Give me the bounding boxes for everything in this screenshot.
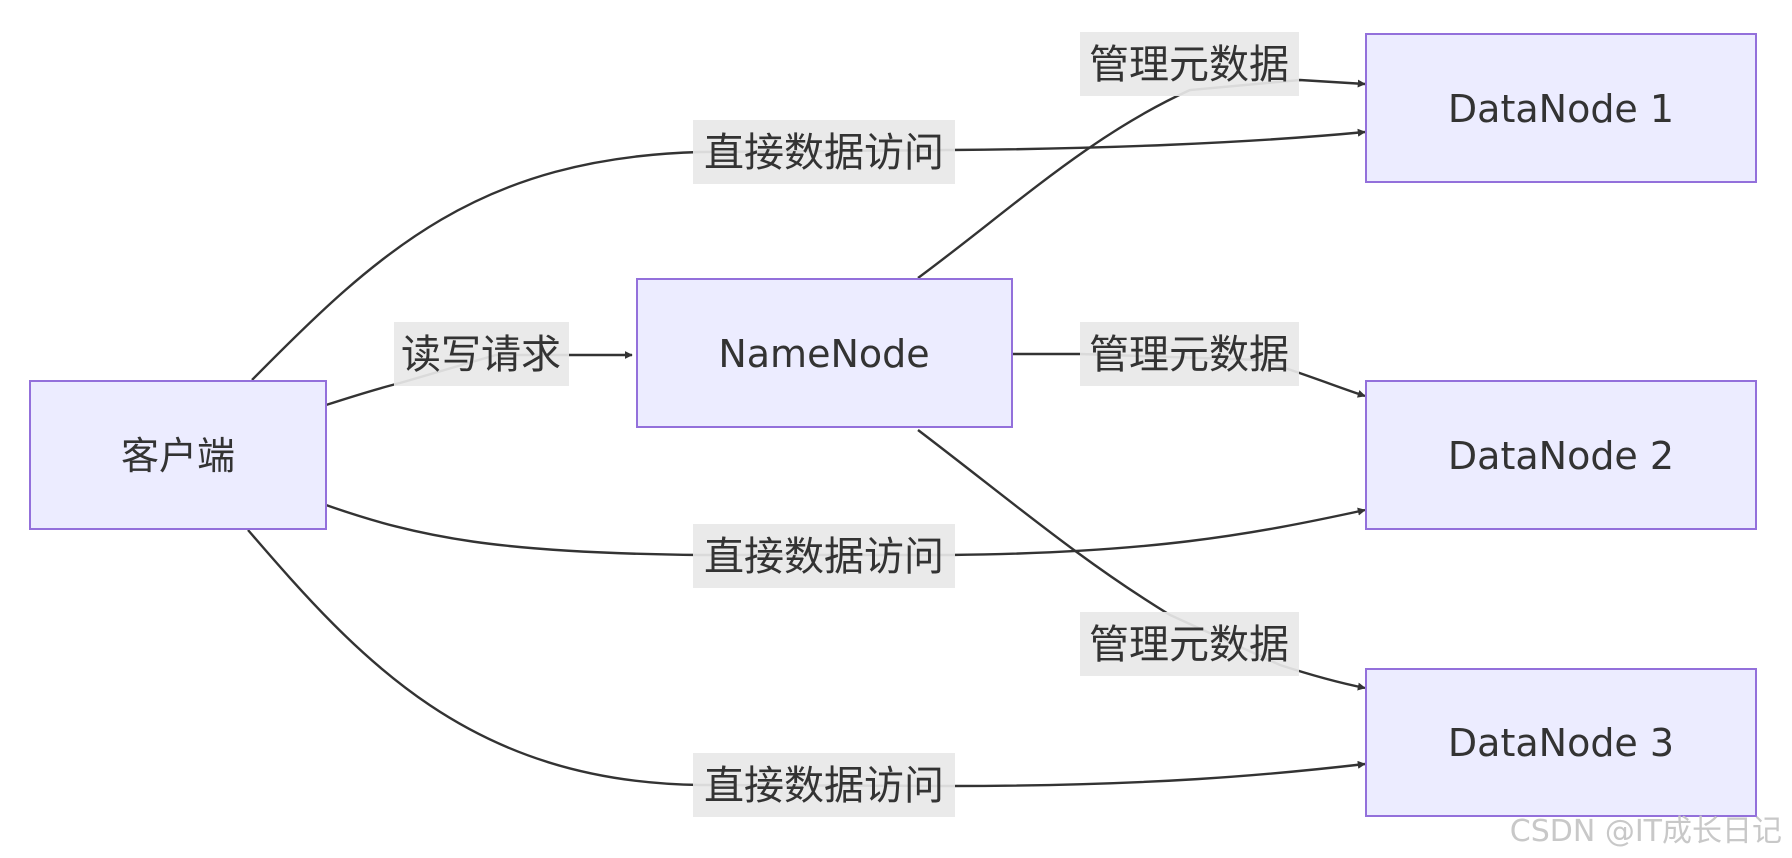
node-datanode1: DataNode 1: [1365, 33, 1757, 183]
node-client: 客户端: [29, 380, 327, 530]
edge-label-text: 直接数据访问: [704, 130, 944, 176]
node-label: DataNode 2: [1448, 434, 1674, 478]
nodes: 客户端 NameNode DataNode 1 DataNode 2 DataN…: [29, 33, 1757, 817]
edge-label-text: 管理元数据: [1089, 332, 1289, 378]
node-namenode: NameNode: [636, 278, 1013, 428]
edge-label-client-to-namenode: 读写请求: [394, 322, 569, 386]
node-label: DataNode 3: [1448, 721, 1674, 765]
edge-label-client-to-datanode2: 直接数据访问: [693, 524, 955, 588]
edge-label-namenode-to-datanode3: 管理元数据: [1080, 612, 1299, 676]
edge-namenode-to-datanode1: [917, 78, 1366, 279]
edge-namenode-to-datanode3: [917, 429, 1366, 691]
edge-label-client-to-datanode3: 直接数据访问: [693, 753, 955, 817]
edge-label-text: 读写请求: [401, 332, 561, 378]
watermark: CSDN @IT成长日记: [1509, 814, 1782, 849]
node-label: 客户端: [121, 434, 235, 478]
edge-label-text: 管理元数据: [1089, 622, 1289, 668]
edge-label-client-to-datanode1: 直接数据访问: [693, 120, 955, 184]
edge-label-text: 管理元数据: [1089, 42, 1289, 88]
edge-label-namenode-to-datanode2: 管理元数据: [1080, 322, 1299, 386]
edge-label-namenode-to-datanode1: 管理元数据: [1080, 32, 1299, 96]
node-datanode2: DataNode 2: [1365, 380, 1757, 530]
node-datanode3: DataNode 3: [1365, 668, 1757, 817]
edge-label-text: 直接数据访问: [704, 763, 944, 809]
edge-label-text: 直接数据访问: [704, 534, 944, 580]
node-label: DataNode 1: [1448, 87, 1674, 131]
edges: [247, 78, 1366, 788]
node-label: NameNode: [718, 332, 929, 376]
edge-labels: 读写请求 直接数据访问 直接数据访问 直接数据访问 管理元数据 管理元数据 管理…: [394, 32, 1299, 817]
